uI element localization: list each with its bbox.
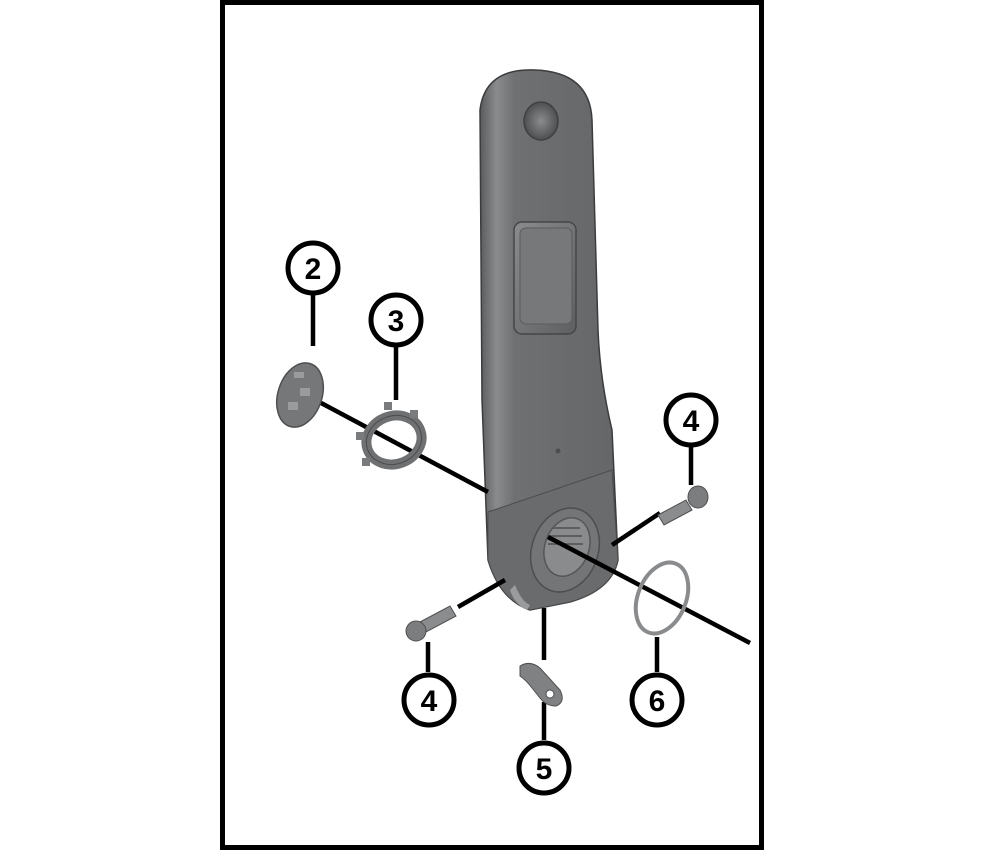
part-bolt-left [405, 605, 457, 642]
callout-label: 2 [305, 253, 322, 286]
part-o-ring [633, 560, 691, 636]
callout-label: 5 [536, 753, 553, 786]
part-plate [519, 662, 563, 707]
crank-arm [479, 69, 619, 611]
callout-4-right: 4 [663, 392, 719, 448]
part-lock-ring [356, 402, 427, 470]
part-cap [275, 362, 325, 428]
callout-5: 5 [516, 740, 572, 796]
callout-label: 6 [649, 685, 666, 718]
callout-label: 4 [421, 685, 438, 718]
callout-6: 6 [629, 672, 685, 728]
callout-4-left: 4 [401, 672, 457, 728]
callout-3: 3 [368, 292, 424, 348]
callout-label: 4 [683, 405, 700, 438]
leader-lines [306, 293, 752, 740]
part-bolt-right [657, 485, 709, 526]
callout-label: 3 [388, 305, 405, 338]
callout-2: 2 [285, 240, 341, 296]
